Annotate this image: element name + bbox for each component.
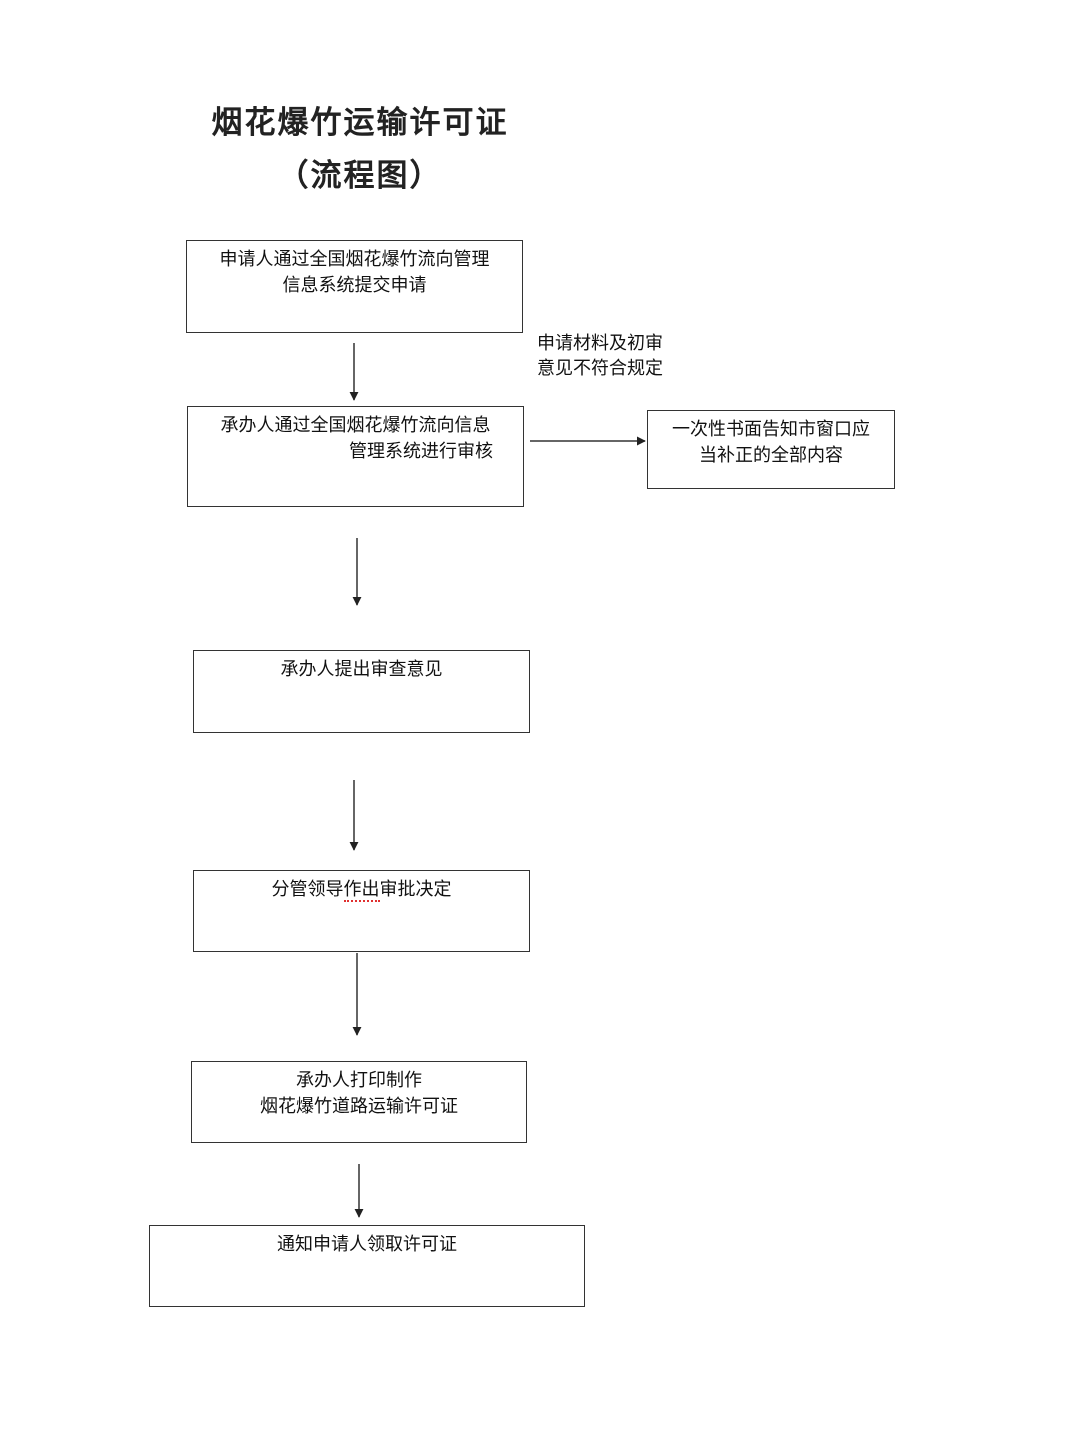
step-review: 承办人通过全国烟花爆竹流向信息 管理系统进行审核	[187, 406, 524, 507]
condition-text-line: 申请材料及初审	[537, 333, 663, 354]
step-text-line: 承办人通过全国烟花爆竹流向信息	[220, 415, 491, 436]
step-text-line: 通知申请人领取许可证	[277, 1234, 457, 1255]
branch-text-line: 当补正的全部内容	[699, 445, 843, 466]
step-review-opinion: 承办人提出审查意见	[193, 650, 530, 733]
condition-text-line: 意见不符合规定	[537, 358, 663, 379]
branch-text-line: 一次性书面告知市窗口应	[672, 419, 870, 440]
diagram-subtitle: （流程图）	[277, 158, 443, 194]
step-text-part: 审批决定	[379, 879, 452, 900]
step-text-line: 申请人通过全国烟花爆竹流向管理	[219, 249, 490, 270]
step-approval-decision: 分管领导作出审批决定	[193, 870, 530, 952]
step-submit-application: 申请人通过全国烟花爆竹流向管理 信息系统提交申请	[186, 240, 523, 333]
step-text-line: 承办人提出审查意见	[280, 659, 443, 680]
step-print-permit: 承办人打印制作 烟花爆竹道路运输许可证	[191, 1061, 527, 1143]
spellcheck-underlined-text: 作出	[343, 879, 380, 902]
branch-condition-label: 申请材料及初审 意见不符合规定	[537, 331, 663, 381]
step-text-line: 管理系统进行审核	[349, 441, 493, 462]
branch-notify-correction: 一次性书面告知市窗口应 当补正的全部内容	[647, 410, 895, 489]
step-text-line: 烟花爆竹道路运输许可证	[260, 1096, 458, 1117]
step-text-line: 分管领导作出审批决定	[194, 877, 529, 903]
step-text-part: 分管领导	[271, 879, 344, 900]
step-notify-applicant: 通知申请人领取许可证	[149, 1225, 585, 1307]
diagram-title: 烟花爆竹运输许可证	[211, 105, 509, 141]
step-text-line: 信息系统提交申请	[282, 275, 427, 296]
step-text-line: 承办人打印制作	[296, 1070, 422, 1091]
